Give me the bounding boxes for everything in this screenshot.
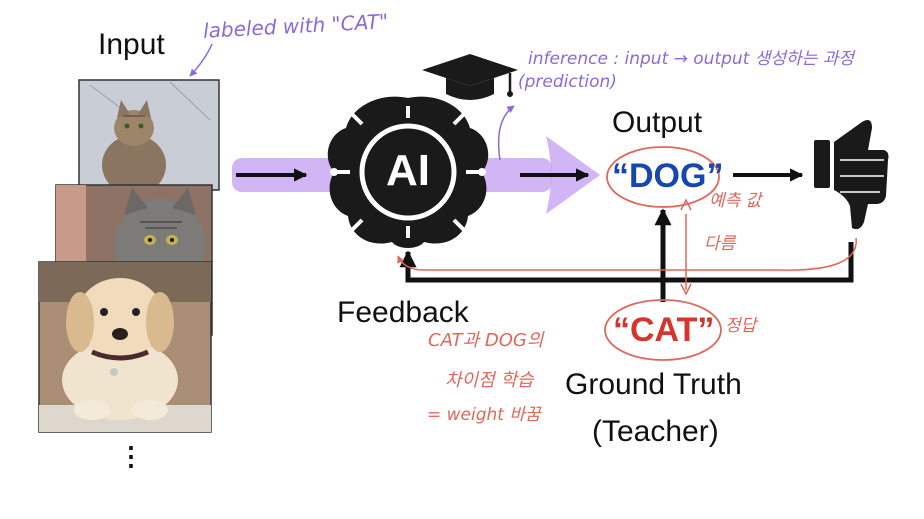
cat-ellipse [604,299,722,361]
thumbs-down-icon [814,120,889,230]
puppy-photo [38,261,212,433]
note-learn-2: 차이점 학습 [445,370,534,391]
feedback-label: Feedback [337,296,469,329]
input-image-stack [38,79,220,433]
note-answer: 정답 [725,316,757,336]
input-label: Input [98,28,165,61]
note-learn-3: = weight 바꿈 [427,405,541,425]
feedback-loop-arrow [399,242,854,283]
teacher-label: (Teacher) [592,415,719,448]
note-predicted-value: 예측 값 [709,191,762,211]
ai-brain-icon [327,96,489,248]
output-label: Output [612,106,703,139]
cat-photo-1 [78,79,220,195]
dog-prediction: “DOG” [612,157,724,195]
inference-pointer [497,105,515,161]
red-feedback-line [397,237,857,271]
ai-label: AI [386,146,430,195]
note-learn-1: CAT과 DOG의 [428,330,544,351]
ground-truth-label: Ground Truth [565,368,742,401]
note-different: 다름 [704,234,736,254]
more-images-ellipsis: ⋮ [118,441,144,471]
labeled-pointer [189,43,213,77]
dog-ellipse [606,146,720,208]
note-prediction: (prediction) [518,72,617,92]
difference-arrow [680,198,692,296]
note-inference: inference : input → output 생성하는 과정 [528,49,855,69]
graduation-cap-icon [422,54,518,100]
cat-ground-truth: “CAT” [613,311,715,349]
